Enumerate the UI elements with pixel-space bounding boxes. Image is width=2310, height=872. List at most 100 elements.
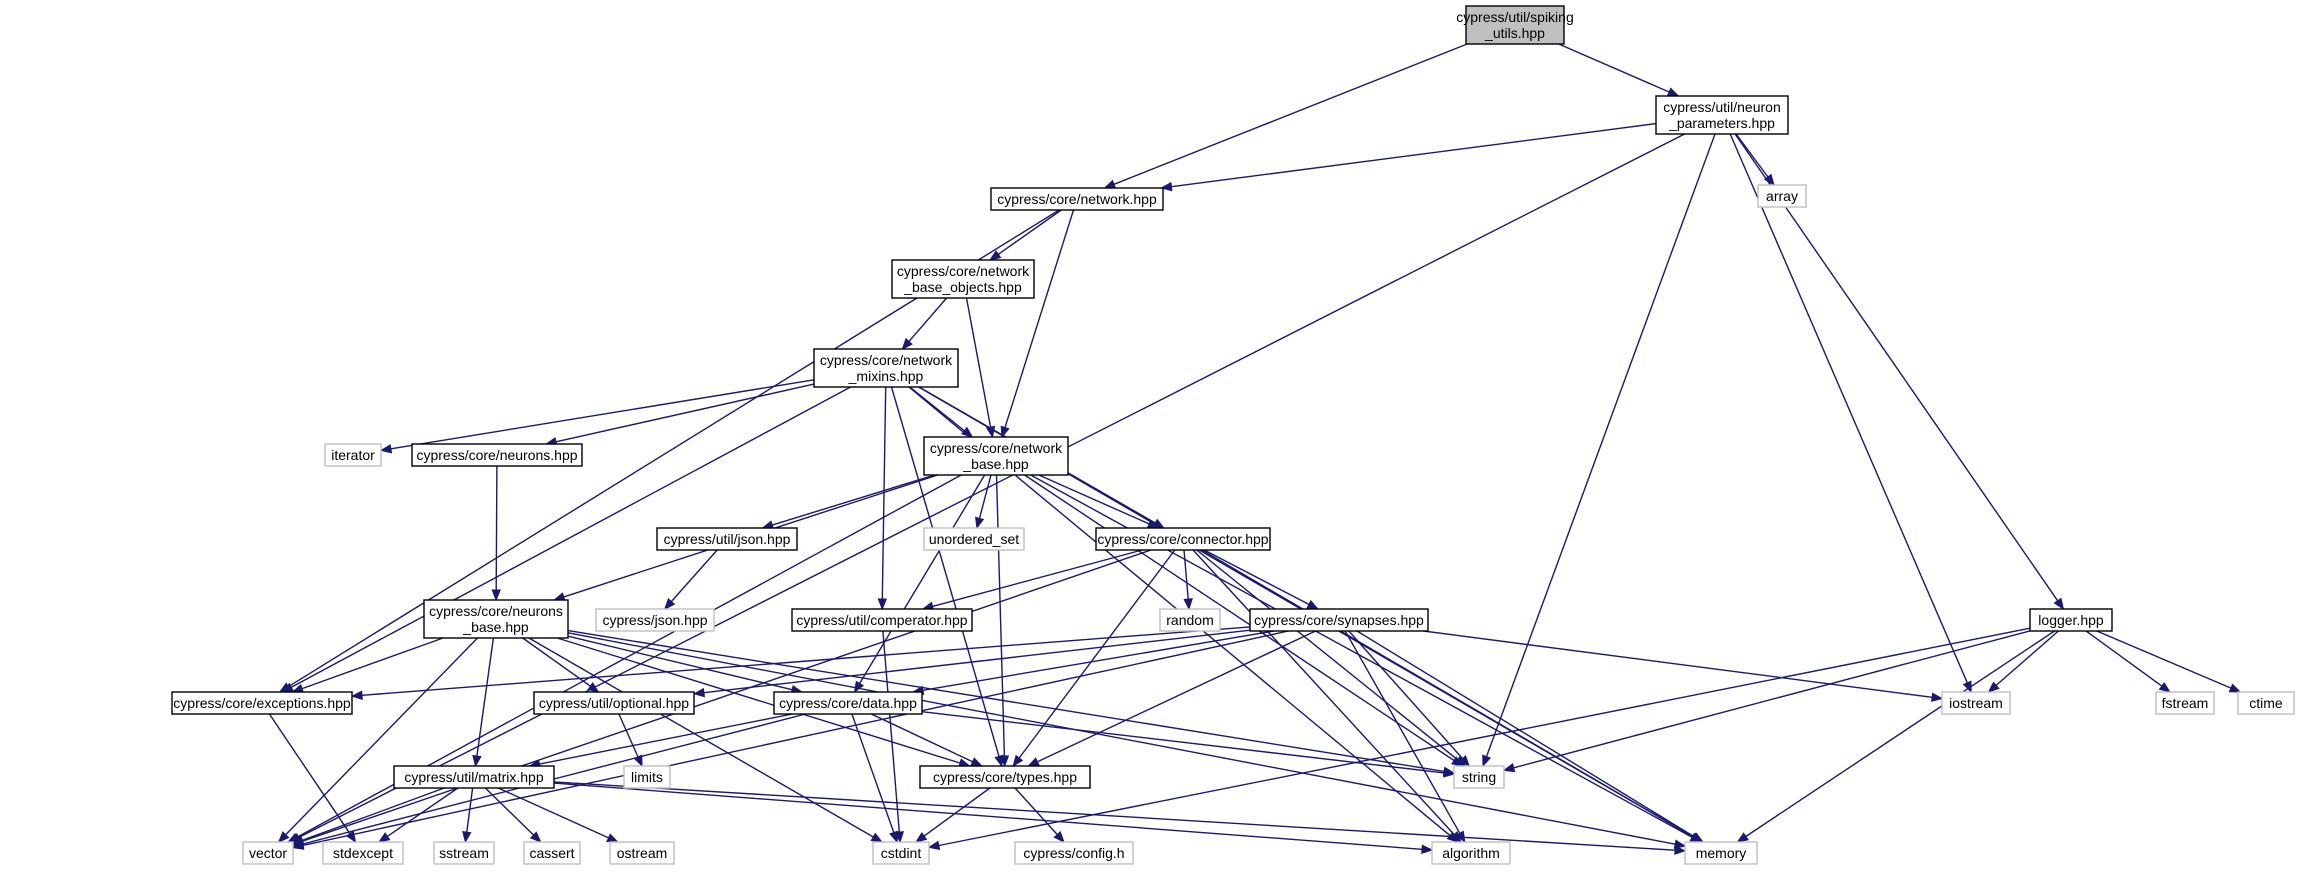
edge-line	[2085, 630, 2163, 687]
node-json[interactable]: cypress/util/json.hpp	[656, 527, 798, 551]
edge-logger-to-fstream	[2085, 630, 2171, 693]
node-box	[1684, 841, 1758, 865]
node-string[interactable]: string	[1453, 765, 1505, 789]
node-memory[interactable]: memory	[1684, 841, 1758, 865]
node-comperator[interactable]: cypress/util/comperator.hpp	[791, 608, 973, 632]
edge-matrix-to-cassert	[484, 787, 542, 843]
edge-line	[1558, 43, 1670, 93]
node-optional[interactable]: cypress/util/optional.hpp	[533, 691, 695, 715]
node-net-base-objects[interactable]: cypress/core/network_base_objects.hpp	[891, 259, 1035, 299]
node-logger[interactable]: logger.hpp	[2029, 608, 2113, 632]
node-spiking[interactable]: cypress/util/spiking_utils.hpp	[1456, 5, 1574, 45]
node-connector[interactable]: cypress/core/connector.hpp	[1095, 527, 1271, 551]
node-net-mixins[interactable]: cypress/core/network_mixins.hpp	[813, 348, 959, 388]
edge-spiking-to-neuron_params	[1558, 43, 1680, 97]
node-label-line: cypress/core/network	[820, 352, 953, 368]
node-cyp-json[interactable]: cypress/json.hpp	[595, 608, 715, 632]
node-stdexcept[interactable]: stdexcept	[322, 841, 404, 865]
edge-arrowhead	[462, 831, 472, 844]
node-array[interactable]: array	[1757, 184, 1807, 208]
node-cstdint[interactable]: cstdint	[872, 841, 930, 865]
edge-logger-to-string	[1502, 630, 2031, 773]
edge-synapses-to-exceptions	[350, 626, 1251, 700]
edge-logger-to-cstdint	[927, 627, 2031, 851]
node-label-line: cypress/core/exceptions.hpp	[173, 695, 351, 711]
node-vector[interactable]: vector	[242, 841, 294, 865]
edge-line	[298, 133, 1685, 839]
edge-net_base-to-connector	[1038, 474, 1160, 529]
node-box	[423, 599, 569, 639]
edge-line	[1038, 474, 1150, 525]
edge-line	[1024, 474, 1455, 762]
node-iterator[interactable]: iterator	[324, 443, 382, 467]
node-network[interactable]: cypress/core/network.hpp	[990, 187, 1164, 211]
node-label-line: string	[1462, 769, 1496, 785]
edge-line	[553, 782, 1423, 850]
edge-arrowhead	[1012, 754, 1024, 768]
node-neurons-base[interactable]: cypress/core/neurons_base.hpp	[423, 599, 569, 639]
node-box	[322, 841, 404, 865]
edge-neurons_base-to-optional	[522, 637, 600, 693]
edge-line	[528, 637, 874, 838]
edge-arrowhead	[877, 598, 888, 611]
node-unordered-set[interactable]: unordered_set	[923, 527, 1025, 551]
edge-arrowhead	[377, 832, 391, 843]
node-neuron-params[interactable]: cypress/util/neuron_parameters.hpp	[1655, 95, 1789, 135]
edge-arrowhead	[277, 831, 290, 843]
node-limits[interactable]: limits	[623, 765, 671, 789]
node-neurons[interactable]: cypress/core/neurons.hpp	[411, 443, 583, 467]
edge-line	[522, 637, 591, 687]
node-box	[1014, 841, 1134, 865]
edge-arrowhead	[1027, 757, 1040, 767]
node-label-line: _mixins.hpp	[848, 368, 924, 384]
node-types[interactable]: cypress/core/types.hpp	[919, 765, 1091, 789]
node-label-line: _base.hpp	[462, 619, 529, 635]
edge-line	[268, 713, 351, 835]
node-synapses[interactable]: cypress/core/synapses.hpp	[1249, 608, 1429, 632]
nodes-layer: cypress/util/spiking_utils.hppcypress/ut…	[171, 5, 2295, 865]
edge-arrowhead	[1183, 598, 1193, 611]
node-label-line: cypress/core/data.hpp	[779, 695, 917, 711]
edge-line	[932, 549, 1143, 608]
node-algorithm[interactable]: algorithm	[1431, 841, 1511, 865]
edge-line	[466, 787, 474, 833]
edge-arrowhead	[491, 589, 501, 602]
edge-arrowhead	[1053, 831, 1065, 843]
node-random[interactable]: random	[1159, 608, 1221, 632]
edge-line	[1356, 630, 1695, 838]
node-label-line: cypress/util/json.hpp	[664, 531, 791, 547]
node-label-line: cypress/util/spiking	[1456, 9, 1574, 25]
node-ctime[interactable]: ctime	[2237, 691, 2295, 715]
node-config[interactable]: cypress/config.h	[1014, 841, 1134, 865]
node-label-line: cypress/core/types.hpp	[933, 769, 1077, 785]
node-label-line: logger.hpp	[2038, 612, 2104, 628]
edge-types-to-config	[1014, 787, 1065, 843]
edge-line	[1183, 549, 1189, 600]
node-matrix[interactable]: cypress/util/matrix.hpp	[393, 765, 555, 789]
edge-line	[285, 637, 479, 836]
edge-line	[1735, 133, 1769, 178]
node-sstream[interactable]: sstream	[433, 841, 495, 865]
edge-matrix-to-algorithm	[553, 782, 1434, 855]
edge-line	[965, 297, 992, 428]
edge-line	[1513, 630, 2031, 769]
node-cassert[interactable]: cassert	[523, 841, 581, 865]
edge-neuron_params-to-iostream	[1729, 133, 1972, 694]
node-label-line: cypress/core/synapses.hpp	[1254, 612, 1424, 628]
node-exceptions[interactable]: cypress/core/exceptions.hpp	[171, 691, 353, 715]
edge-arrowhead	[915, 832, 928, 843]
node-label-line: _base_objects.hpp	[903, 279, 1022, 295]
edge-network-to-net_base_objects	[988, 209, 1062, 261]
edge-optional-to-limits	[618, 713, 643, 768]
edge-arrowhead	[1103, 179, 1117, 189]
node-net-base[interactable]: cypress/core/network_base.hpp	[923, 436, 1069, 476]
edge-line	[703, 629, 1251, 694]
node-box	[2237, 691, 2295, 715]
node-label-line: vector	[249, 845, 287, 861]
node-label-line: cypress/util/matrix.hpp	[404, 769, 543, 785]
node-fstream[interactable]: fstream	[2155, 691, 2215, 715]
node-data[interactable]: cypress/core/data.hpp	[773, 691, 923, 715]
node-iostream[interactable]: iostream	[1941, 691, 2011, 715]
node-ostream[interactable]: ostream	[609, 841, 675, 865]
edge-neurons-to-neurons_base	[491, 465, 501, 602]
